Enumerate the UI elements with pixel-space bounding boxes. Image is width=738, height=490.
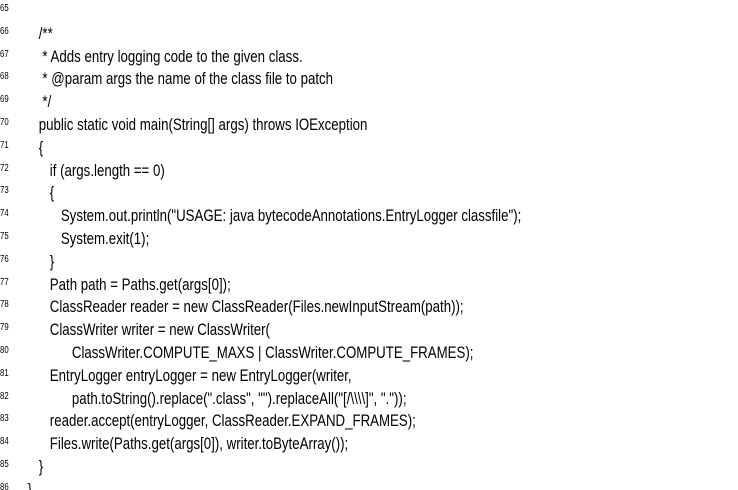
- line-number: 68: [0, 71, 9, 83]
- code-line: 73 {: [0, 182, 738, 205]
- code-line: 82 path.toString().replace(".class", "")…: [0, 388, 738, 411]
- line-number: 81: [0, 367, 9, 379]
- line-code: }: [24, 479, 33, 490]
- code-line: 80 ClassWriter.COMPUTE_MAXS | ClassWrite…: [0, 342, 738, 365]
- line-code: Files.write(Paths.get(args[0]), writer.t…: [24, 434, 349, 454]
- line-number: 69: [0, 94, 9, 106]
- code-line: 65: [0, 0, 738, 23]
- code-line: 70 public static void main(String[] args…: [0, 114, 738, 137]
- line-number: 85: [0, 458, 9, 470]
- code-line: 79 ClassWriter writer = new ClassWriter(: [0, 319, 738, 342]
- line-number: 71: [0, 139, 9, 151]
- line-number: 76: [0, 253, 9, 265]
- code-line: 68 * @param args the name of the class f…: [0, 68, 738, 91]
- line-code: public static void main(String[] args) t…: [24, 114, 368, 134]
- line-code: */: [24, 92, 52, 112]
- line-code: reader.accept(entryLogger, ClassReader.E…: [24, 411, 416, 431]
- code-line: 75 System.exit(1);: [0, 228, 738, 251]
- line-code: * @param args the name of the class file…: [24, 69, 334, 89]
- line-number: 82: [0, 390, 9, 402]
- code-line: 67 * Adds entry logging code to the give…: [0, 46, 738, 69]
- code-line: 72 if (args.length == 0): [0, 160, 738, 183]
- line-number: 78: [0, 299, 9, 311]
- line-number: 65: [0, 3, 9, 14]
- line-number: 80: [0, 344, 9, 356]
- line-number: 67: [0, 48, 9, 60]
- code-line: 86 }: [0, 479, 738, 490]
- line-code: Path path = Paths.get(args[0]);: [24, 274, 231, 294]
- line-code: ClassReader reader = new ClassReader(Fil…: [24, 297, 464, 317]
- line-code: {: [24, 183, 55, 203]
- line-number: 72: [0, 162, 9, 174]
- code-line: 69 */: [0, 91, 738, 114]
- line-number: 66: [0, 25, 9, 37]
- line-code: System.out.println("USAGE: java bytecode…: [24, 206, 522, 226]
- code-line: 66 /**: [0, 23, 738, 46]
- line-code: }: [24, 456, 44, 476]
- code-line: 77 Path path = Paths.get(args[0]);: [0, 274, 738, 297]
- code-line: 78 ClassReader reader = new ClassReader(…: [0, 296, 738, 319]
- line-number: 73: [0, 185, 9, 197]
- code-line: 71 {: [0, 137, 738, 160]
- line-number: 74: [0, 208, 9, 220]
- line-number: 77: [0, 276, 9, 288]
- line-code: EntryLogger entryLogger = new EntryLogge…: [24, 365, 352, 385]
- line-code: ClassWriter writer = new ClassWriter(: [24, 320, 270, 340]
- code-line: 74 System.out.println("USAGE: java bytec…: [0, 205, 738, 228]
- line-code: ClassWriter.COMPUTE_MAXS | ClassWriter.C…: [24, 342, 474, 362]
- code-line: 83 reader.accept(entryLogger, ClassReade…: [0, 410, 738, 433]
- code-line: 81 EntryLogger entryLogger = new EntryLo…: [0, 365, 738, 388]
- line-code: path.toString().replace(".class", "").re…: [24, 388, 407, 408]
- code-line: 76 }: [0, 251, 738, 274]
- line-code: {: [24, 137, 44, 157]
- line-code: }: [24, 251, 55, 271]
- line-number: 70: [0, 116, 9, 128]
- line-number: 83: [0, 413, 9, 425]
- line-code: if (args.length == 0): [24, 160, 165, 180]
- line-number: 86: [0, 481, 9, 490]
- code-line: 84 Files.write(Paths.get(args[0]), write…: [0, 433, 738, 456]
- line-code: /**: [24, 23, 53, 43]
- code-line: 85 }: [0, 456, 738, 479]
- line-code: * Adds entry logging code to the given c…: [24, 46, 303, 66]
- line-number: 84: [0, 436, 9, 448]
- line-number: 79: [0, 322, 9, 334]
- line-number: 75: [0, 230, 9, 242]
- line-code: System.exit(1);: [24, 228, 150, 248]
